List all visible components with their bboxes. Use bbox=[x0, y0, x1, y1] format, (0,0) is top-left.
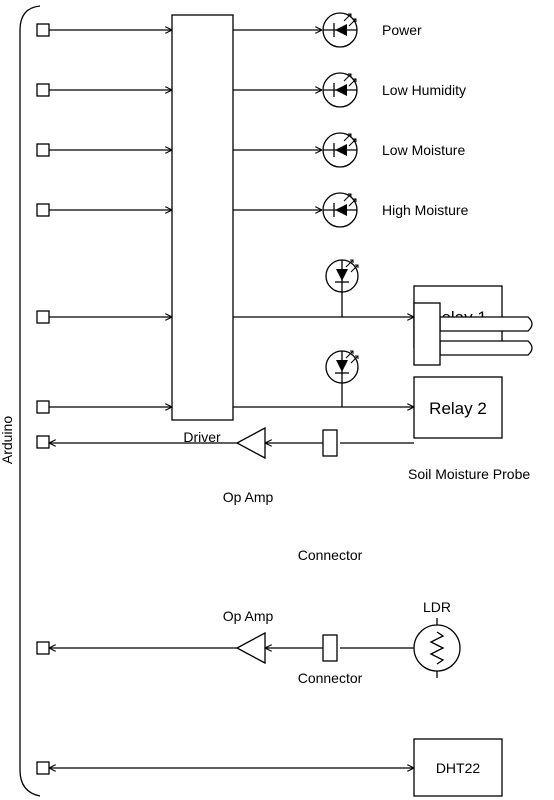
led-label: Low Humidity bbox=[382, 82, 466, 98]
led-label: High Moisture bbox=[382, 202, 469, 218]
arduino-pin bbox=[36, 761, 50, 775]
led-icon bbox=[325, 259, 359, 293]
pin-to-driver-connections bbox=[49, 30, 172, 407]
relay-2-box bbox=[413, 376, 503, 439]
led-label: Power bbox=[382, 22, 422, 38]
op-amp-2-icon bbox=[235, 631, 266, 665]
arduino-pin bbox=[36, 400, 50, 414]
arduino-pin bbox=[36, 23, 50, 37]
connector-2-label: Connector bbox=[298, 670, 363, 686]
connector-2 bbox=[322, 634, 338, 662]
led-icon bbox=[325, 350, 359, 384]
ldr-label: LDR bbox=[423, 599, 451, 615]
led-icon bbox=[322, 72, 358, 108]
led-icon bbox=[322, 12, 358, 48]
driver-label: Driver bbox=[183, 429, 221, 445]
ldr-icon bbox=[413, 618, 461, 678]
soil-probe-icon bbox=[413, 302, 533, 366]
op-amp-1-icon bbox=[235, 426, 266, 460]
driver-to-led-connections bbox=[233, 30, 322, 210]
arduino-pin bbox=[36, 203, 50, 217]
relay-2-label: Relay 2 bbox=[429, 399, 487, 418]
led-icon bbox=[322, 192, 358, 228]
soil-probe-label: Soil Moisture Probe bbox=[408, 466, 530, 482]
driver-block bbox=[171, 14, 234, 421]
arduino-pins bbox=[36, 23, 50, 775]
arduino-pin bbox=[36, 310, 50, 324]
arduino-label: Arduino bbox=[0, 416, 15, 464]
arduino-pin bbox=[36, 435, 50, 449]
connector-1-label: Connector bbox=[298, 547, 363, 563]
dht22-box bbox=[413, 738, 503, 797]
connector-1 bbox=[322, 429, 338, 457]
op-amp-1-label: Op Amp bbox=[223, 489, 274, 505]
led-icon bbox=[322, 132, 358, 168]
arduino-pin bbox=[36, 143, 50, 157]
led-label: Low Moisture bbox=[382, 142, 465, 158]
arduino-bracket bbox=[19, 5, 41, 797]
arduino-pin bbox=[36, 83, 50, 97]
op-amp-2-label: Op Amp bbox=[223, 608, 274, 624]
arduino-pin bbox=[36, 641, 50, 655]
dht22-label: DHT22 bbox=[436, 760, 481, 776]
